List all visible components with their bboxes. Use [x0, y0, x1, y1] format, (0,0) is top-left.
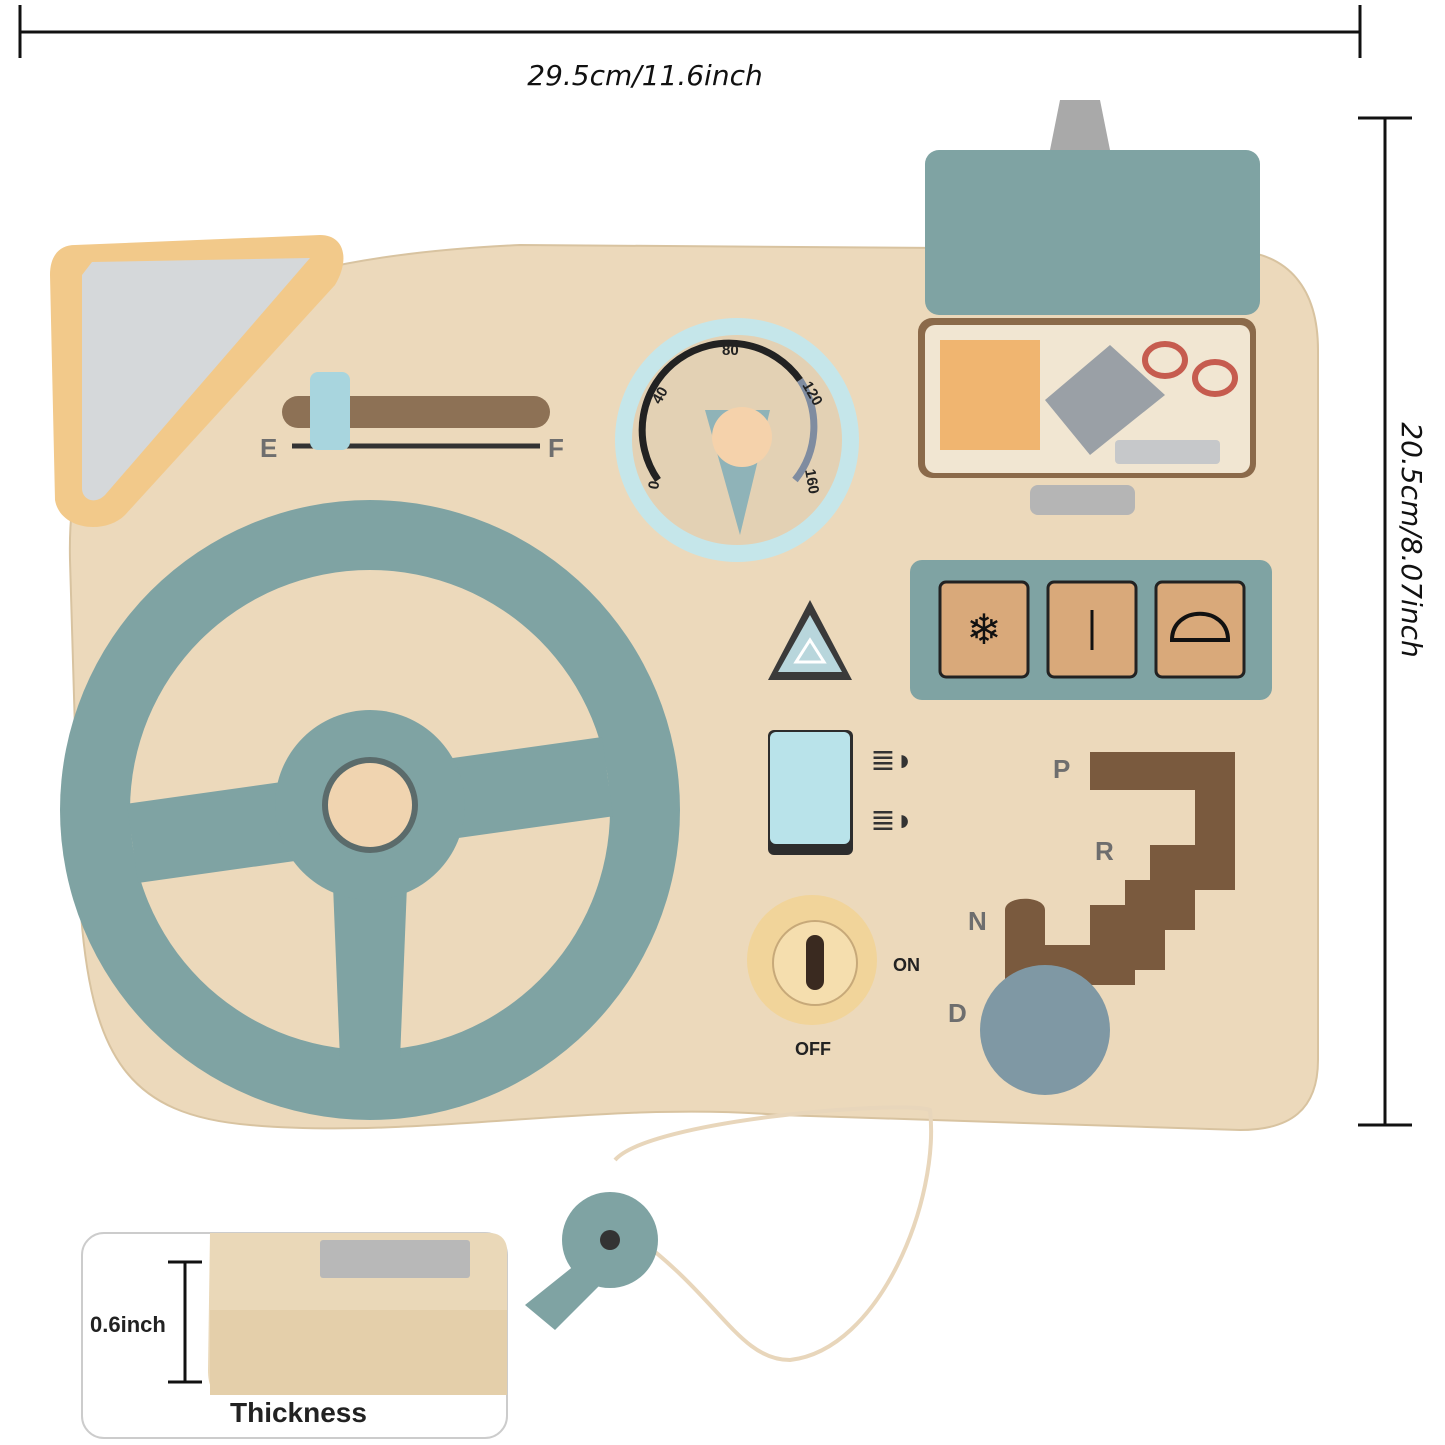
fuel-slider-handle[interactable]: [310, 372, 350, 450]
fuel-empty-label: E: [260, 433, 277, 463]
switch-panel: ❄: [910, 560, 1272, 700]
key-string: [613, 1105, 934, 1363]
snowflake-icon: ❄: [966, 606, 1001, 653]
ignition-key[interactable]: [525, 1192, 658, 1330]
glovebox-lid[interactable]: [925, 150, 1260, 315]
width-label: 29.5cm/11.6inch: [527, 59, 762, 92]
gear-shift-track[interactable]: [1005, 752, 1235, 985]
keyhole-icon: [806, 935, 824, 990]
ignition-lock[interactable]: [747, 895, 877, 1025]
latch-icon[interactable]: [1030, 485, 1135, 515]
width-dimension-line: [18, 5, 1362, 58]
gear-knob[interactable]: [980, 965, 1110, 1095]
glovebox[interactable]: [918, 100, 1260, 515]
sunglasses-icon: [1142, 341, 1238, 397]
gear-n-label: N: [968, 906, 987, 936]
height-dimension-line: [1358, 116, 1412, 1127]
gloves-icon: [1045, 345, 1165, 455]
speed-tick-80: 80: [722, 342, 739, 359]
defrost-button[interactable]: [1154, 580, 1246, 679]
steering-hub: [322, 757, 418, 853]
low-beam-icon: ≣◗: [870, 804, 913, 837]
hinge-icon: [320, 1240, 470, 1278]
hazard-icon: [793, 637, 827, 664]
book-icon: [940, 340, 1040, 450]
ignition-on-label: ON: [893, 955, 920, 975]
power-button[interactable]: [1046, 580, 1138, 679]
thickness-inset: 0.6inch Thickness: [81, 1232, 508, 1439]
gear-p-label: P: [1053, 754, 1070, 784]
thickness-label: Thickness: [230, 1397, 367, 1428]
speed-tick-40: 40: [649, 384, 672, 407]
steering-wheel[interactable]: [60, 500, 680, 1120]
headlight-switch[interactable]: [768, 730, 853, 855]
defrost-icon: [1169, 611, 1231, 642]
high-beam-icon: ≣◗: [870, 744, 913, 777]
gear-r-label: R: [1095, 836, 1114, 866]
fuel-gauge-slider[interactable]: [282, 372, 550, 450]
gear-d-label: D: [948, 998, 967, 1028]
speed-tick-0: 0: [645, 480, 663, 491]
height-label: 20.5cm/8.07inch: [1395, 422, 1428, 657]
fuel-full-label: F: [548, 433, 564, 463]
speed-tick-160: 160: [801, 468, 822, 496]
mirror[interactable]: [50, 235, 344, 527]
thickness-value: 0.6inch: [90, 1312, 166, 1337]
snowflake-button[interactable]: ❄: [938, 580, 1030, 679]
flashlight-icon: [1115, 440, 1220, 464]
ignition-off-label: OFF: [795, 1039, 831, 1059]
hook-icon: [1050, 100, 1110, 150]
speedometer[interactable]: [615, 318, 859, 562]
hazard-button[interactable]: [768, 600, 852, 680]
